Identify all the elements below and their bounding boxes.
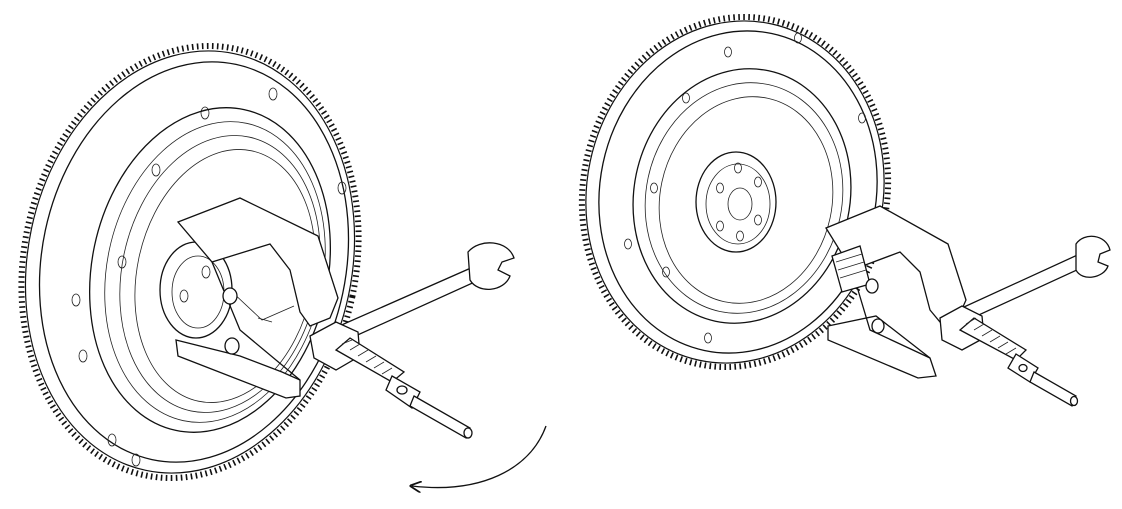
left-puller-tool [175, 197, 515, 439]
right-panel [578, 13, 1111, 407]
counterclockwise-rotation-arrow-icon [412, 425, 547, 488]
left-flywheel [18, 42, 362, 482]
left-panel [18, 42, 547, 509]
right-puller-tool [825, 205, 1111, 407]
right-bolt-holes [624, 32, 866, 344]
